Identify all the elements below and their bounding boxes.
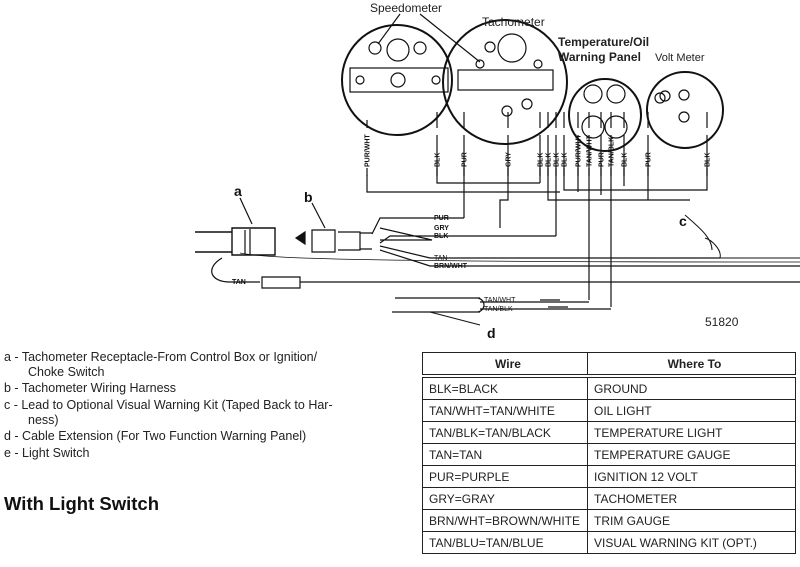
- wire-label: BLK: [538, 153, 545, 167]
- where-to-cell: VISUAL WARNING KIT (OPT.): [587, 531, 796, 554]
- legend-text: a - Tachometer Receptacle-From Control B…: [4, 350, 318, 364]
- wire-labels: PUR GRY BLK TAN BRN/WHT TAN TAN/WHT TAN/…: [232, 215, 516, 313]
- wire-label: BLK: [546, 153, 553, 167]
- section-heading: With Light Switch: [4, 493, 160, 514]
- tachometer-gauge: Tachometer: [442, 15, 568, 145]
- harness-wire-label: PUR: [434, 215, 449, 222]
- wire-cell: TAN/BLK=TAN/BLACK: [422, 421, 588, 444]
- wire-label: PUR: [599, 152, 606, 167]
- column-header-wire: Wire: [422, 352, 588, 378]
- harness-wire-label: BLK: [434, 233, 448, 240]
- legend-item-d: d - Cable Extension (For Two Function Wa…: [4, 429, 306, 444]
- harness: [195, 197, 800, 326]
- where-to-cell: OIL LIGHT: [587, 399, 796, 422]
- legend-text: b - Tachometer Wiring Harness: [4, 381, 177, 395]
- wire-cell: BLK=BLACK: [422, 375, 588, 400]
- wire-label: PUR/WHT: [576, 134, 583, 167]
- speedometer-gauge: Speedometer: [341, 1, 481, 136]
- harness-wire-label: TAN: [434, 255, 447, 262]
- callout-d: d: [487, 325, 496, 341]
- tan-lead-label: TAN: [232, 279, 246, 286]
- wire-label: PUR: [646, 152, 653, 167]
- temp-panel-label-2: Warning Panel: [558, 50, 641, 64]
- where-to-cell: TRIM GAUGE: [587, 509, 796, 532]
- legend-item-c: c - Lead to Optional Visual Warning Kit …: [4, 398, 333, 428]
- wire-label: PUR: [462, 152, 469, 167]
- where-to-cell: TEMPERATURE LIGHT: [587, 421, 796, 444]
- column-header-where-to: Where To: [587, 352, 796, 378]
- wire-label: GRY: [506, 152, 513, 167]
- wire-cell: GRY=GRAY: [422, 487, 588, 510]
- volt-meter-label: Volt Meter: [655, 52, 705, 64]
- legend-text: e - Light Switch: [4, 446, 90, 460]
- wire-cell: TAN/BLU=TAN/BLUE: [422, 531, 588, 554]
- extension-wire-label: TAN/BLK: [484, 306, 513, 313]
- legend-item-b: b - Tachometer Wiring Harness: [4, 381, 176, 396]
- where-to-cell: TACHOMETER: [587, 487, 796, 510]
- wire-cell: TAN=TAN: [422, 443, 588, 466]
- legend-item-e: e - Light Switch: [4, 446, 89, 461]
- figure-number: 51820: [705, 315, 739, 329]
- where-to-cell: GROUND: [587, 375, 796, 400]
- extension-wire-label: TAN/WHT: [484, 297, 516, 304]
- wire-label: BLK: [562, 153, 569, 167]
- wire-label: TAN/BLK: [609, 137, 616, 167]
- legend-text-cont: ness): [28, 413, 59, 427]
- tachometer-label: Tachometer: [482, 15, 545, 29]
- wire-cell: BRN/WHT=BROWN/WHITE: [422, 509, 588, 532]
- wire-label: PUR/WHT: [365, 134, 372, 167]
- callout-c: c: [679, 213, 687, 229]
- callout-a: a: [234, 183, 242, 199]
- speedometer-label: Speedometer: [370, 1, 442, 15]
- wire-label: BLK: [622, 153, 629, 167]
- wiring-diagram: Speedometer Tachometer Temperature/Oil W…: [195, 1, 800, 341]
- harness-wire-label: GRY: [434, 225, 449, 232]
- where-to-cell: TEMPERATURE GAUGE: [587, 443, 796, 466]
- wire-label: BLK: [435, 153, 442, 167]
- legend-text: c - Lead to Optional Visual Warning Kit …: [4, 398, 333, 412]
- where-to-cell: IGNITION 12 VOLT: [587, 465, 796, 488]
- harness-wire-label: BRN/WHT: [434, 263, 468, 270]
- wire-cell: PUR=PURPLE: [422, 465, 588, 488]
- callout-b: b: [304, 189, 313, 205]
- legend-text: d - Cable Extension (For Two Function Wa…: [4, 429, 307, 443]
- volt-meter-gauge: Volt Meter: [646, 52, 724, 149]
- temperature-oil-warning-panel: Temperature/Oil Warning Panel: [558, 35, 649, 152]
- wire-label: BLK: [705, 153, 712, 167]
- temp-panel-label-1: Temperature/Oil: [558, 35, 649, 49]
- wire-label: TAN/WHT: [587, 135, 594, 167]
- legend-text-cont: Choke Switch: [28, 365, 105, 379]
- wire-label: BLK: [554, 153, 561, 167]
- legend-item-a: a - Tachometer Receptacle-From Control B…: [4, 350, 317, 380]
- bus-lines: [366, 135, 708, 307]
- wire-cell: TAN/WHT=TAN/WHITE: [422, 399, 588, 422]
